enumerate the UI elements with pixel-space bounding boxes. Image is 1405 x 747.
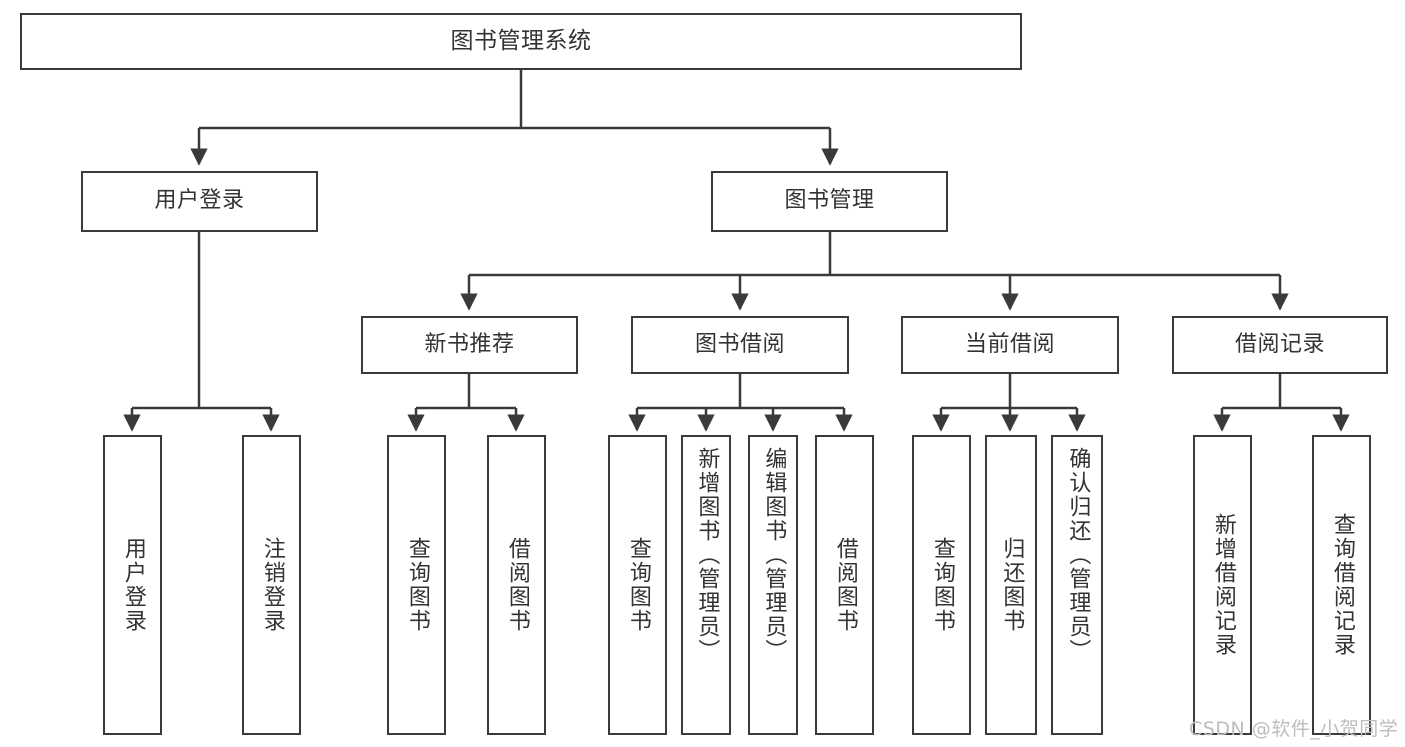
node-root[interactable]: 图书管理系统 — [20, 13, 1022, 70]
node-book-manage[interactable]: 图书管理 — [711, 171, 948, 232]
node-new-book-recommend-label: 新书推荐 — [424, 331, 515, 357]
node-leaf-confirm-return-admin[interactable]: 确认归还（管理员） — [1051, 435, 1103, 735]
node-book-borrow[interactable]: 图书借阅 — [631, 316, 849, 374]
node-leaf-user-logout[interactable]: 注销登录 — [242, 435, 301, 735]
node-leaf-query-borrow-record[interactable]: 查询借阅记录 — [1312, 435, 1371, 735]
node-leaf-confirm-return-admin-label: 确认归还（管理员） — [1065, 447, 1091, 663]
node-leaf-user-login-label: 用户登录 — [120, 537, 146, 633]
node-leaf-query-book-3-label: 查询图书 — [929, 537, 955, 633]
node-leaf-borrow-book-1[interactable]: 借阅图书 — [487, 435, 546, 735]
node-user-login-label: 用户登录 — [154, 188, 245, 214]
node-borrow-record[interactable]: 借阅记录 — [1172, 316, 1388, 374]
node-leaf-query-book-1-label: 查询图书 — [404, 537, 430, 633]
node-leaf-edit-book-admin[interactable]: 编辑图书（管理员） — [748, 435, 798, 735]
node-leaf-query-book-1[interactable]: 查询图书 — [387, 435, 446, 735]
node-leaf-borrow-book-1-label: 借阅图书 — [504, 537, 530, 633]
node-current-borrow[interactable]: 当前借阅 — [901, 316, 1119, 374]
node-leaf-borrow-book-2[interactable]: 借阅图书 — [815, 435, 874, 735]
node-book-manage-label: 图书管理 — [784, 188, 875, 214]
node-leaf-query-book-3[interactable]: 查询图书 — [912, 435, 971, 735]
node-leaf-return-book[interactable]: 归还图书 — [985, 435, 1037, 735]
node-leaf-query-borrow-record-label: 查询借阅记录 — [1329, 513, 1355, 657]
node-leaf-edit-book-admin-label: 编辑图书（管理员） — [761, 447, 787, 663]
node-leaf-user-logout-label: 注销登录 — [259, 537, 285, 633]
node-current-borrow-label: 当前借阅 — [964, 331, 1055, 357]
node-user-login[interactable]: 用户登录 — [81, 171, 318, 232]
node-leaf-add-book-admin[interactable]: 新增图书（管理员） — [681, 435, 731, 735]
node-new-book-recommend[interactable]: 新书推荐 — [361, 316, 578, 374]
node-book-borrow-label: 图书借阅 — [694, 331, 785, 357]
csdn-watermark: CSDN @软件_小贺同学 — [1189, 718, 1399, 740]
node-leaf-add-borrow-record-label: 新增借阅记录 — [1210, 513, 1236, 657]
node-leaf-return-book-label: 归还图书 — [999, 537, 1025, 633]
node-leaf-add-borrow-record[interactable]: 新增借阅记录 — [1193, 435, 1252, 735]
node-leaf-query-book-2-label: 查询图书 — [625, 537, 651, 633]
node-leaf-query-book-2[interactable]: 查询图书 — [608, 435, 667, 735]
node-leaf-user-login[interactable]: 用户登录 — [103, 435, 162, 735]
node-leaf-borrow-book-2-label: 借阅图书 — [832, 537, 858, 633]
node-borrow-record-label: 借阅记录 — [1234, 331, 1325, 357]
node-root-label: 图书管理系统 — [450, 27, 592, 54]
node-leaf-add-book-admin-label: 新增图书（管理员） — [694, 447, 720, 663]
